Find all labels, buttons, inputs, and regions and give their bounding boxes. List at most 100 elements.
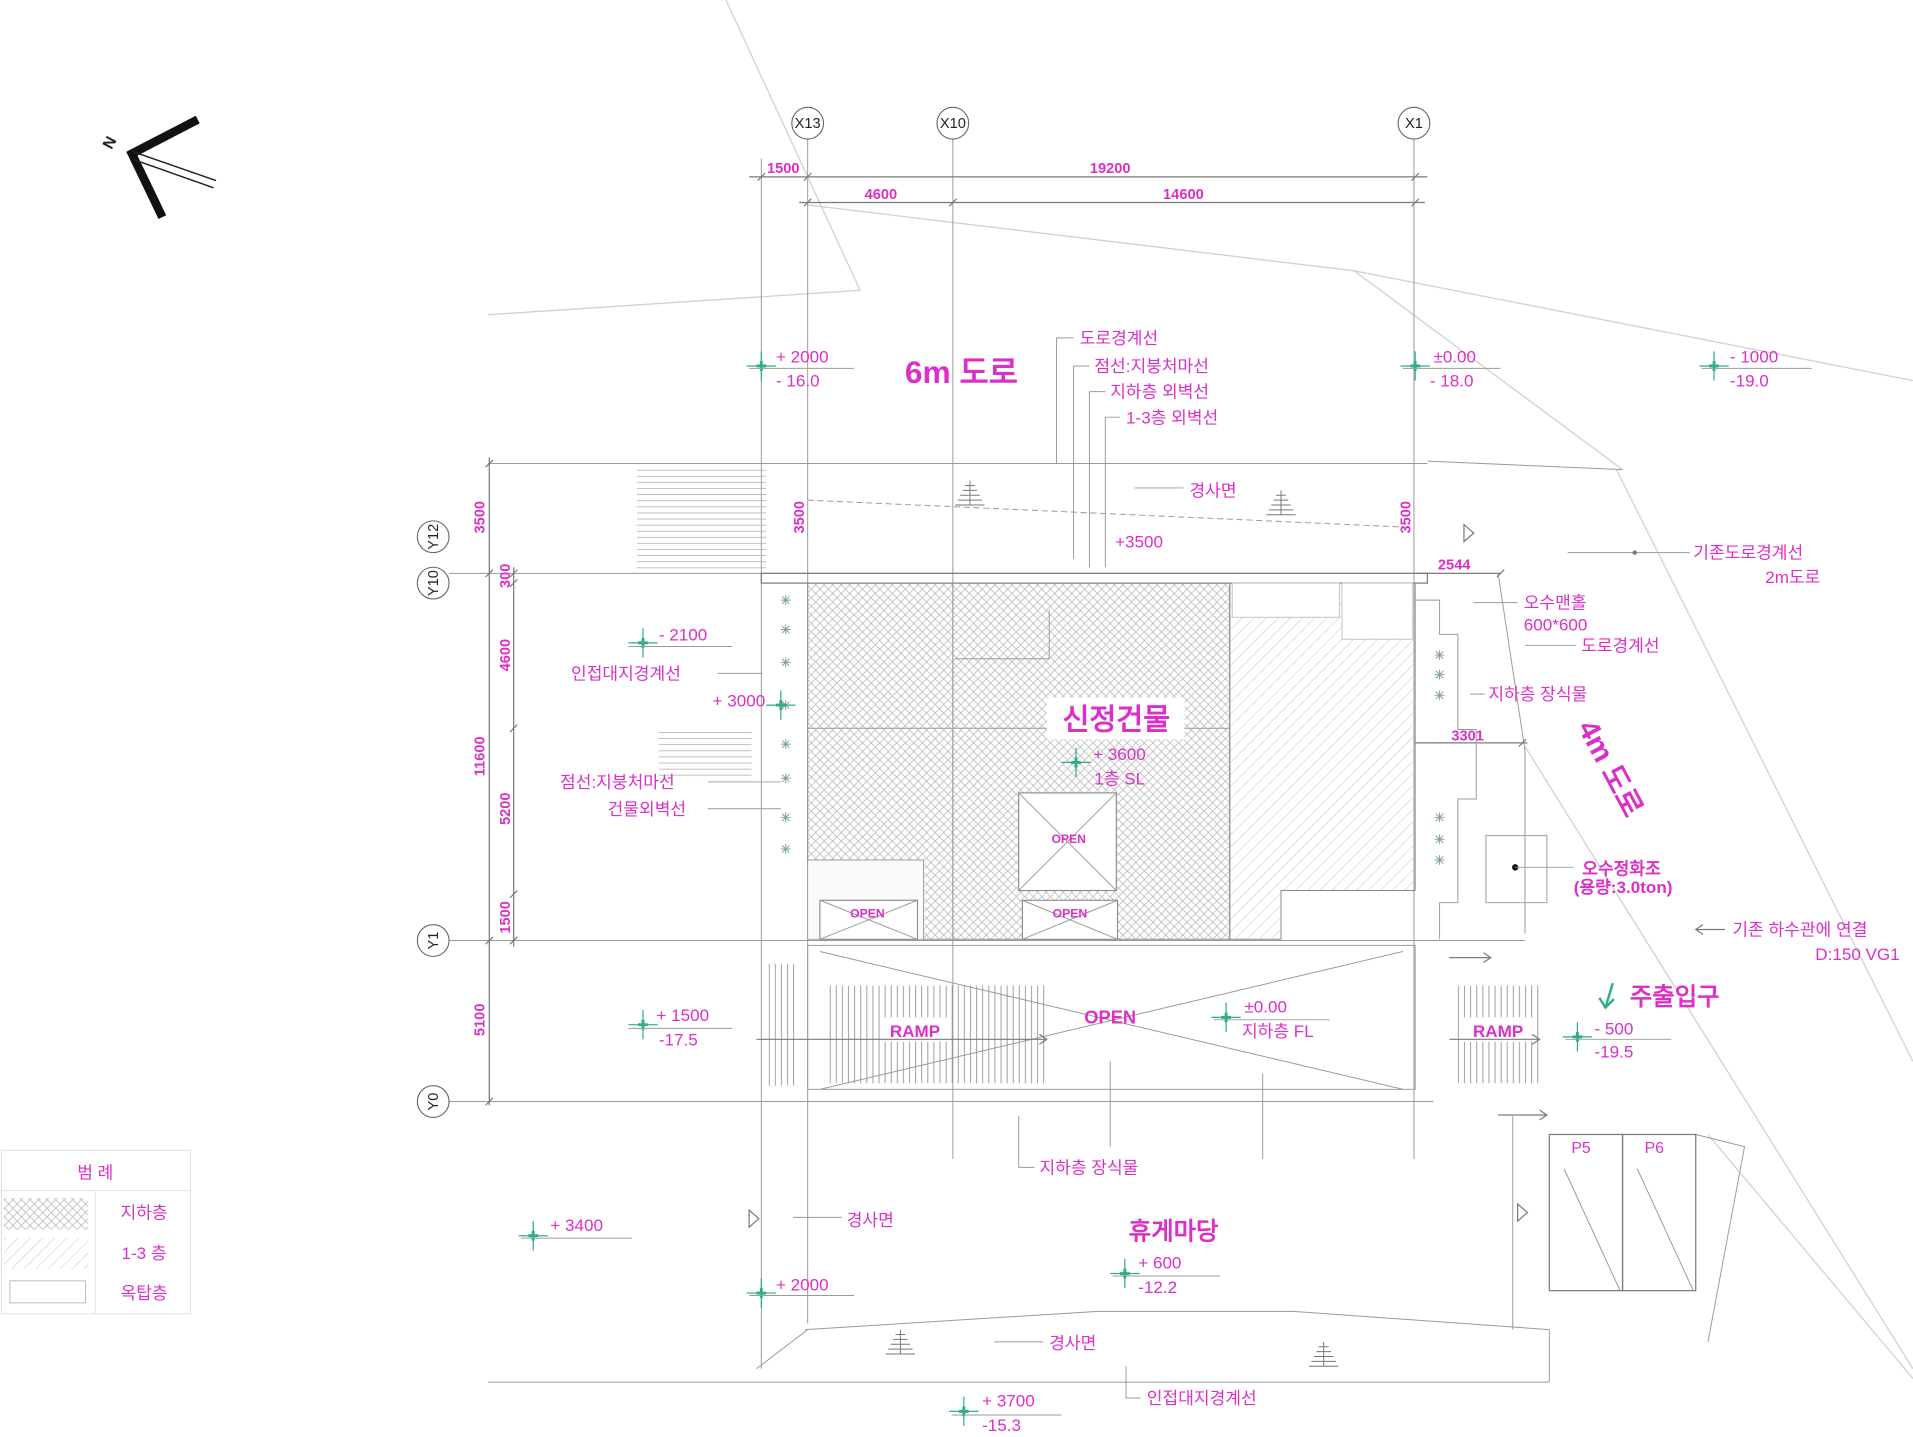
plant-mark: [780, 594, 792, 606]
note-manhole-size: 600*600: [1524, 616, 1588, 635]
legend-swatch-rooftop: [9, 1280, 87, 1304]
note-decor-bottom: 지하층 장식물: [1039, 1159, 1138, 1178]
level-cross: [517, 1219, 550, 1252]
open-void-left-x: [819, 899, 918, 940]
note-slope-bottom: 경사면: [1049, 1334, 1096, 1353]
level-12-upper: + 3700: [982, 1392, 1035, 1411]
plant-mark: [1434, 649, 1445, 661]
level-cross: [947, 1395, 980, 1428]
level-12-lower: -15.3: [982, 1416, 1021, 1435]
open-label-center: OPEN: [1051, 832, 1086, 846]
annotation-notes: 도로경계선 점선:지붕처마선 지하층 외벽선 1-3층 외벽선 경사면 +350…: [560, 329, 1900, 1408]
open-label-left: OPEN: [850, 906, 885, 920]
dimension-line-left-outer: [485, 457, 494, 1106]
dim-top-14600: 14600: [1163, 187, 1204, 203]
leaders-top-notes: [1056, 337, 1120, 568]
note-road-2m: 2m도로: [1765, 568, 1820, 587]
stair-hatch-mid-left: [658, 731, 752, 781]
note-adjacent-bottom: 인접대지경계선: [1147, 1389, 1257, 1408]
parking-label-p6: P6: [1645, 1140, 1665, 1157]
plant-mark: [780, 843, 792, 855]
legend-dividers: [1, 1190, 191, 1314]
parking-label-p5: P5: [1571, 1140, 1591, 1157]
level-cross: [1697, 349, 1731, 383]
level-7-lower: 지하층 FL: [1242, 1022, 1314, 1041]
level-cross: [1561, 1020, 1594, 1053]
basement-ramp-zone: RAMP RAMP OPEN: [756, 944, 1549, 1121]
note-road-boundary-right: 도로경계선: [1581, 636, 1660, 655]
ramp-label-bg-left: [880, 1017, 950, 1042]
dimension-line-top-inner: [799, 198, 1425, 207]
grid-bubble-x13: [791, 106, 825, 140]
note-basement-wall-top: 지하층 외벽선: [1110, 383, 1209, 402]
level-11-upper: + 2000: [776, 1276, 829, 1295]
grid-label-x1: X1: [1405, 116, 1423, 132]
rooftop-area-right: [1341, 582, 1414, 640]
plant-mark: [1434, 811, 1445, 823]
note-septic: 오수정화조: [1582, 860, 1661, 879]
parking-space-p6: [1621, 1133, 1697, 1292]
grid-bubble-x10: [936, 106, 970, 140]
grid-bubble-y10: [416, 566, 450, 600]
level-9-upper: + 3400: [550, 1216, 603, 1235]
title-building: 신정건물: [1062, 703, 1170, 736]
parking-diagonals: [1563, 1168, 1694, 1291]
level-6-upper: + 1500: [656, 1006, 709, 1025]
level-10-lower: -12.2: [1138, 1278, 1177, 1297]
leader-decor-bottom: [1018, 1061, 1264, 1168]
plant-mark: [780, 811, 792, 823]
level-cross: [626, 1008, 660, 1041]
note-sewer-spec: D:150 VG1: [1815, 945, 1899, 964]
dim-top-4600: 4600: [865, 187, 898, 203]
title-main-entrance: 주출입구: [1630, 984, 1720, 1011]
note-slope-bottom-left: 경사면: [847, 1211, 894, 1230]
north-arrow-lines: [131, 150, 217, 189]
dim-top-19200: 19200: [1090, 161, 1131, 177]
plant-mark: [1434, 854, 1445, 866]
dim-left-4600: 4600: [498, 639, 514, 672]
dim-setback-left: 3500: [792, 501, 808, 534]
legend-swatch-basement: [3, 1197, 88, 1230]
level-2-lower: -19.0: [1730, 372, 1769, 391]
ramp-hatch-far-left: [768, 963, 796, 1086]
leader-lines: [707, 337, 1726, 1399]
grid-label-y0: Y0: [426, 1093, 442, 1111]
leader-adjacent-bottom: [1125, 1366, 1141, 1399]
road-edge-lines: [488, 0, 1913, 1379]
note-eaves-left: 점선:지붕처마선: [560, 773, 675, 792]
title-road-4m: 4m 도로: [1571, 715, 1648, 822]
parking-spaces: P5 P6: [1548, 1133, 1697, 1292]
ramp-zone-outline: [807, 944, 1416, 1090]
note-adjacent-left: 인접대지경계선: [571, 664, 681, 683]
level-5-lower: 1층 SL: [1094, 769, 1145, 788]
leader-septic: [1485, 835, 1574, 904]
slope-symbol: [1308, 1341, 1339, 1367]
grid-bubbles: X13 X10 X1 Y12 Y10 Y1 Y0: [416, 106, 1431, 1118]
north-arrow-icon: [126, 115, 200, 219]
grid-bubble-y1: [416, 924, 450, 957]
open-void-right-x: [1022, 899, 1118, 940]
level-5-upper: + 3600: [1093, 745, 1146, 764]
dim-left-5200: 5200: [498, 792, 514, 825]
note-eaves-top: 점선:지붕처마선: [1094, 357, 1209, 376]
plant-mark: [780, 738, 792, 750]
level-7-upper: ±0.00: [1244, 997, 1287, 1016]
level-4-upper: + 3000: [713, 691, 766, 710]
rooftop-area: [1231, 582, 1340, 618]
plant-mark: [1434, 689, 1445, 701]
plant-mark: [780, 772, 792, 784]
open-label-right: OPEN: [1053, 906, 1088, 920]
legend-item-basement: 지하층: [121, 1204, 168, 1223]
plant-mark: [1434, 833, 1445, 845]
note-existing-road-boundary: 기존도로경계선: [1693, 544, 1803, 563]
note-level-3500: +3500: [1115, 533, 1163, 552]
dimension-lines: 1500 19200 4600 14600 3500 11600 5100 30…: [472, 161, 1528, 1106]
dim-left-11600: 11600: [472, 736, 488, 776]
level-3-upper: - 2100: [659, 625, 707, 644]
open-void-center-x: [1018, 792, 1117, 891]
grid-label-y1: Y1: [426, 932, 442, 950]
legend-item-floors-1-3: 1-3 층: [122, 1244, 167, 1263]
level-cross: [1108, 1257, 1141, 1290]
level-0-upper: + 2000: [776, 347, 829, 366]
grid-label-x13: X13: [795, 116, 821, 132]
